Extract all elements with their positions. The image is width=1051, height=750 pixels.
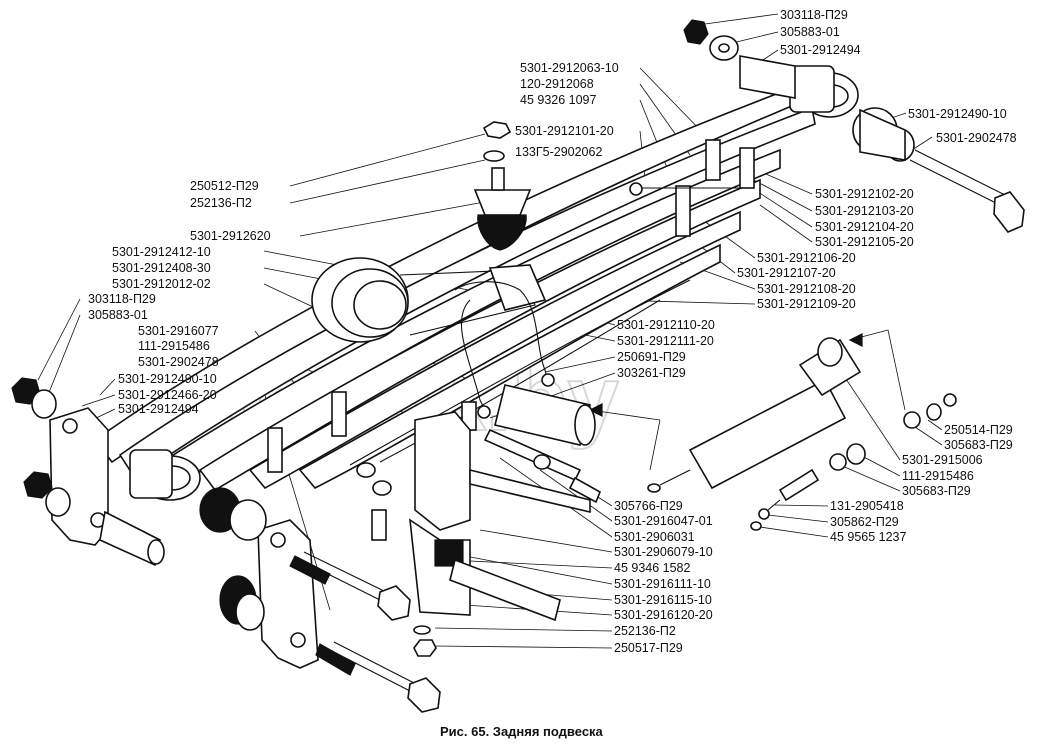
callout-label: 5301-2915006 xyxy=(902,453,983,467)
callout-label: 120-2912068 xyxy=(520,77,594,91)
callout-label: 250514-П29 xyxy=(944,423,1013,437)
callout-label: 5301-2916047-01 xyxy=(614,514,713,528)
callout-label: 5301-2916120-20 xyxy=(614,608,713,622)
callout-label: 5301-2912110-20 xyxy=(617,318,715,332)
callout-label: 5301-2906079-10 xyxy=(614,545,713,559)
callout-label: 5301-2912101-20 xyxy=(515,124,614,138)
callout-label: 5301-2912103-20 xyxy=(815,204,914,218)
callout-label: 5301-2912494 xyxy=(118,402,199,416)
callout-label: 5301-2912107-20 xyxy=(737,266,836,280)
callout-label: 5301-2912105-20 xyxy=(815,235,914,249)
bump-stop xyxy=(473,121,532,251)
callout-label: 5301-2912494 xyxy=(780,43,861,57)
bolts-bottom-left xyxy=(289,551,441,713)
spring-eye-front xyxy=(129,449,201,501)
stabilizer-bracket xyxy=(356,411,591,657)
callout-label: 131-2905418 xyxy=(830,499,904,513)
shock-absorber xyxy=(647,337,957,531)
callout-label: 5301-2912012-02 xyxy=(112,277,211,291)
callout-label: 252136-П2 xyxy=(614,624,676,638)
callout-label: 250517-П29 xyxy=(614,641,683,655)
spring-clamps xyxy=(267,139,755,473)
callout-label: 111-2915486 xyxy=(138,339,210,353)
callout-label: 5301-2916111-10 xyxy=(614,577,711,591)
callout-label: 303118-П29 xyxy=(780,8,848,22)
callout-label: 5301-2916115-10 xyxy=(614,593,712,607)
callout-label: 45 9565 1237 xyxy=(830,530,907,544)
callout-label: 5301-2912104-20 xyxy=(815,220,914,234)
callout-label: 303118-П29 xyxy=(88,292,156,306)
figure-caption: Рис. 65. Задняя подвеска xyxy=(440,724,604,739)
callout-label: 305683-П29 xyxy=(902,484,971,498)
shock-absorber-left xyxy=(494,384,596,446)
callout-label: 45 9346 1582 xyxy=(614,561,691,575)
callout-label: 45 9326 1097 xyxy=(520,93,597,107)
callout-label: 5301-2902478 xyxy=(936,131,1017,145)
callout-label: 5301-2912109-20 xyxy=(757,297,856,311)
callout-label: 5301-2912108-20 xyxy=(757,282,856,296)
callout-label: 305883-01 xyxy=(780,25,840,39)
callout-label: 111-2915486 xyxy=(902,469,974,483)
callout-label: 305862-П29 xyxy=(830,515,899,529)
spring-eye-rear xyxy=(789,65,859,118)
callout-label: 133Г5-2902062 xyxy=(515,145,602,159)
callout-label: 305683-П29 xyxy=(944,438,1013,452)
callout-label: 250512-П29 xyxy=(190,179,259,193)
axle-housing xyxy=(311,257,547,343)
callout-labels: 303118-П29 305883-01 5301-2912494 5301-2… xyxy=(88,8,1017,655)
callout-label: 5301-2912063-10 xyxy=(520,61,619,75)
callout-label: 5301-2902478 xyxy=(138,355,219,369)
callout-label: 5301-2912111-20 xyxy=(617,334,714,348)
callout-label: 303261-П29 xyxy=(617,366,686,380)
callout-label: 5301-2912620 xyxy=(190,229,271,243)
callout-label: 5301-2912408-30 xyxy=(112,261,211,275)
callout-label: 5301-2906031 xyxy=(614,530,695,544)
callout-label: 5301-2912490-10 xyxy=(908,107,1007,121)
callout-label: 305883-01 xyxy=(88,308,148,322)
callout-label: 5301-2912106-20 xyxy=(757,251,856,265)
callout-label: 5301-2912466-20 xyxy=(118,388,217,402)
callout-label: 5301-2912102-20 xyxy=(815,187,914,201)
callout-label: 252136-П2 xyxy=(190,196,252,210)
callout-label: 250691-П29 xyxy=(617,350,686,364)
callout-label: 5301-2912412-10 xyxy=(112,245,211,259)
callout-label: 305766-П29 xyxy=(614,499,683,513)
callout-label: 5301-2916077 xyxy=(138,324,219,338)
u-bolts xyxy=(454,281,555,419)
callout-label: 5301-2912490-10 xyxy=(118,372,217,386)
link-rod xyxy=(483,428,602,504)
front-bushings xyxy=(11,377,267,631)
rear-shackle-hardware xyxy=(683,19,1025,233)
